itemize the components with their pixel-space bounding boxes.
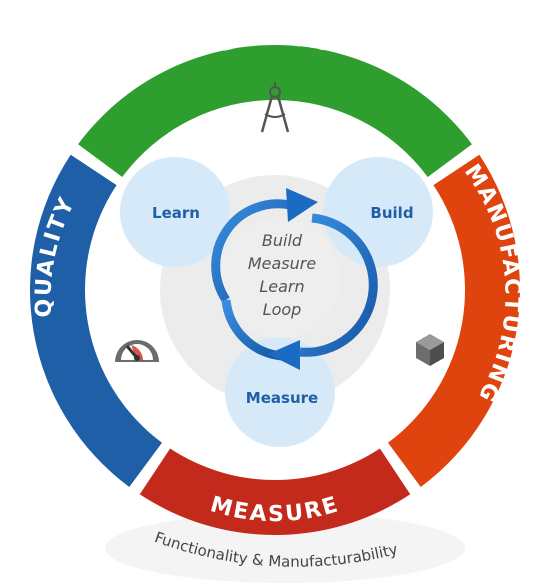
center-line-4: Loop [263,300,302,319]
center-line-1: Build [262,231,303,250]
ring-segment-quality [29,154,162,487]
node-measure [225,337,335,447]
center-line-3: Learn [259,277,304,296]
gauge-icon [115,340,159,362]
ring-segment-design [78,45,472,177]
center-text-disc [220,218,340,338]
outer-ring [29,45,520,535]
footer-shadow [105,513,465,583]
ring-segment-manufacturing [388,154,520,487]
node-learn [120,157,230,267]
node-label-learn: Learn [152,204,200,222]
ring-segment-measure [139,448,411,535]
cycle-arrows [211,188,378,370]
node-label-build: Build [370,204,413,222]
node-label-measure: Measure [246,389,318,407]
compass-icon [260,82,290,133]
cube-icon [416,334,444,366]
center-line-2: Measure [248,254,317,273]
